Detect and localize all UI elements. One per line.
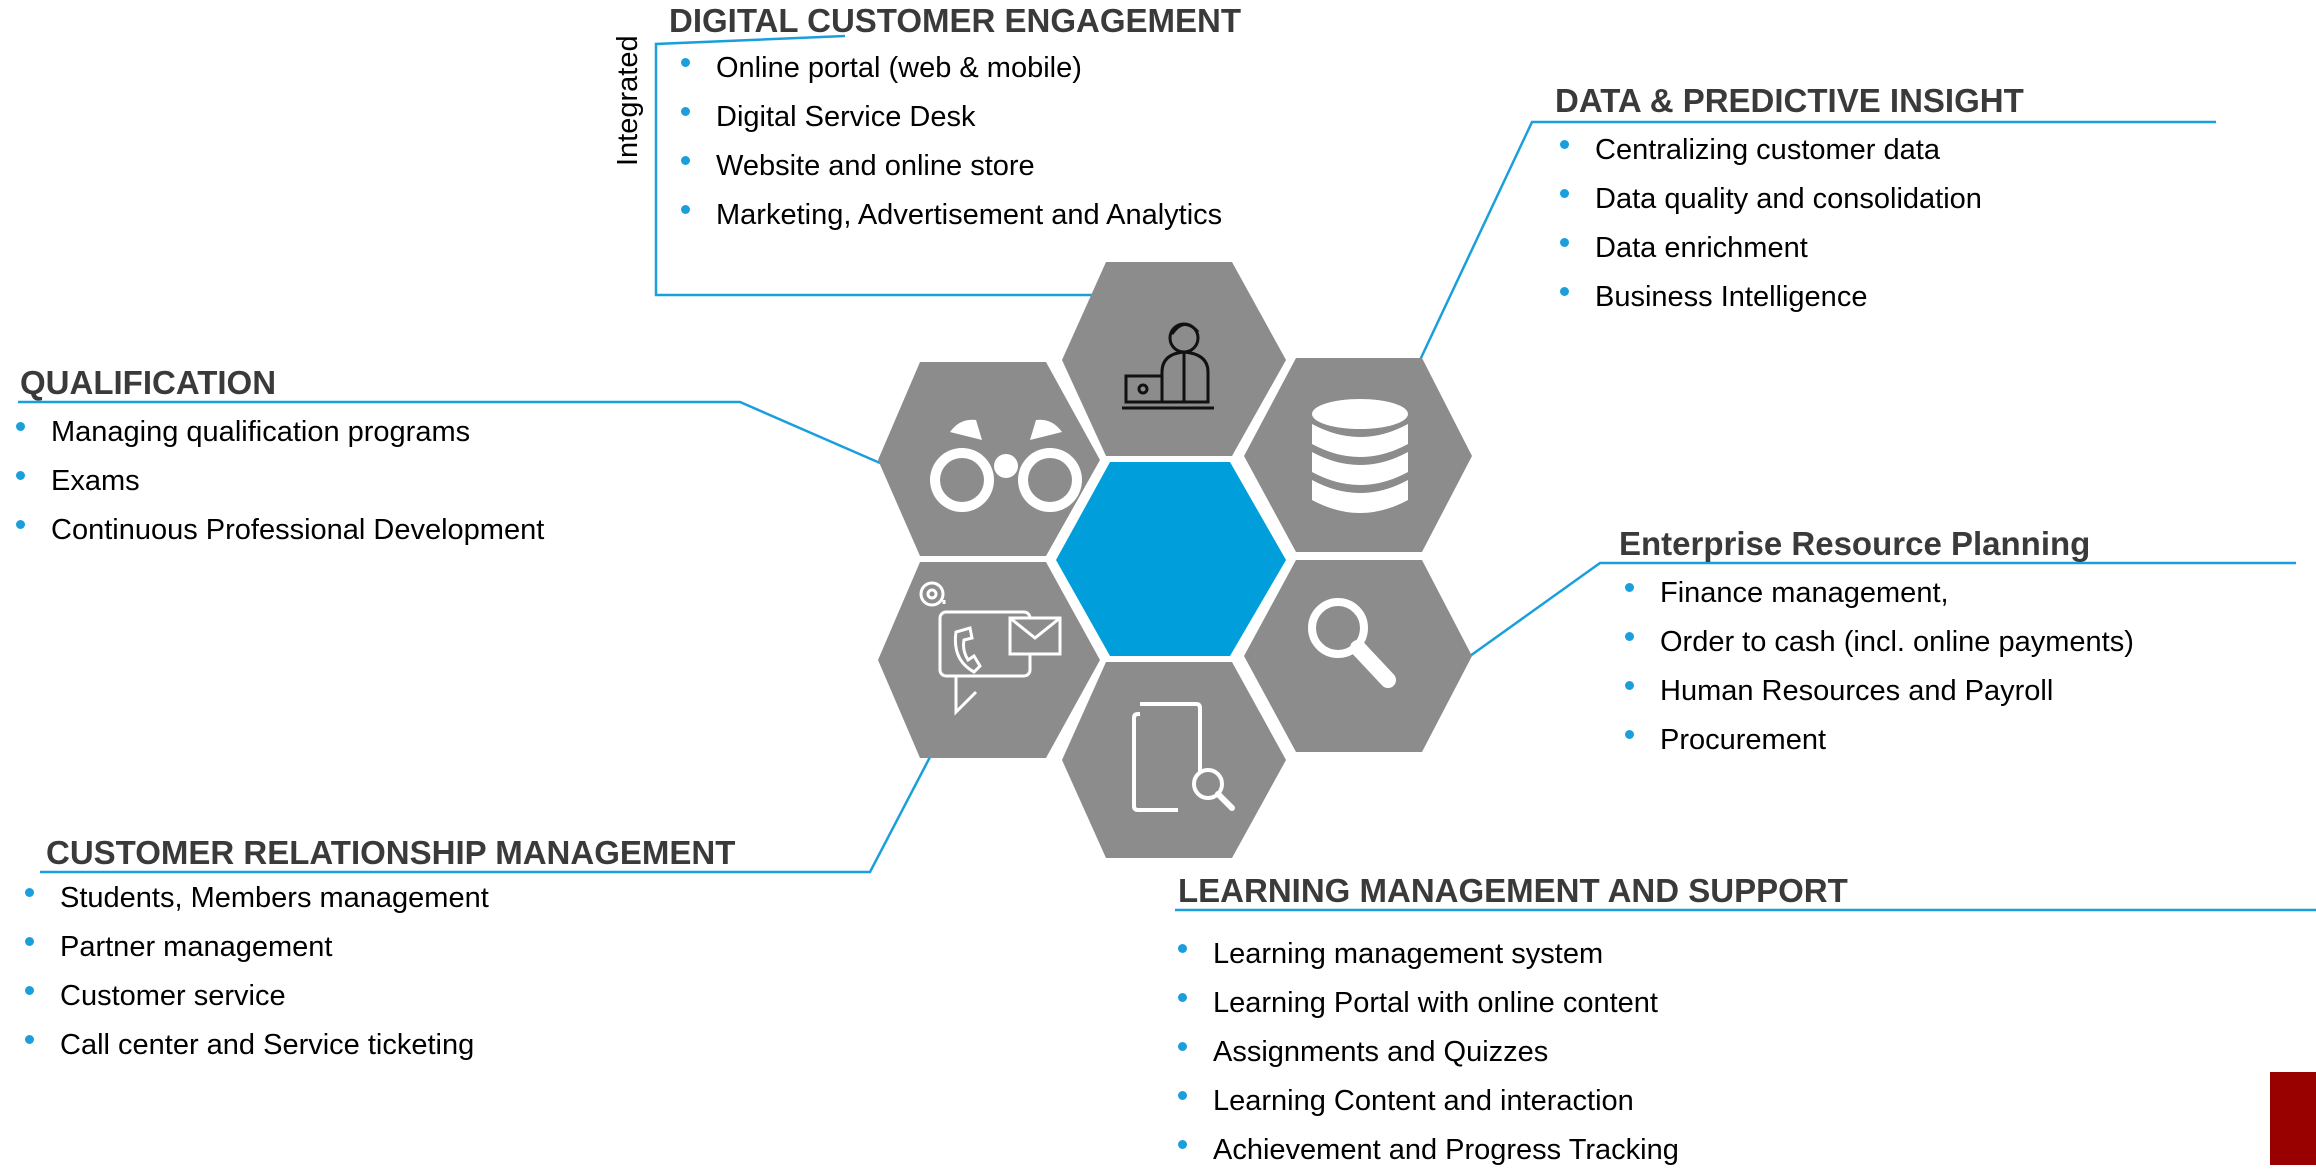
contact-channels-icon: [919, 581, 1062, 716]
list-item: Achievement and Progress Tracking: [1178, 1126, 1679, 1175]
list-item: Partner management: [25, 923, 489, 972]
learning-list: Learning management system Learning Port…: [1178, 930, 1679, 1175]
list-item: Human Resources and Payroll: [1625, 667, 2134, 716]
list-item: Finance management,: [1625, 569, 2134, 618]
digital-engagement-title: DIGITAL CUSTOMER ENGAGEMENT: [669, 2, 1242, 39]
learning-title: LEARNING MANAGEMENT AND SUPPORT: [1178, 872, 1848, 909]
digital-engagement-list: Online portal (web & mobile) Digital Ser…: [680, 44, 1222, 240]
document-search-icon: [1132, 702, 1235, 812]
list-item: Order to cash (incl. online payments): [1625, 618, 2134, 667]
list-item: Business Intelligence: [1560, 273, 1982, 322]
list-item: Exams: [15, 457, 544, 506]
crm-title: CUSTOMER RELATIONSHIP MANAGEMENT: [46, 834, 736, 871]
erp-title: Enterprise Resource Planning: [1619, 525, 2091, 562]
connector-lines: [18, 34, 2316, 912]
data-insight-connector: [1418, 120, 2216, 361]
hexagon-crm: [878, 562, 1100, 758]
data-insight-list: Centralizing customer data Data quality …: [1560, 126, 1982, 322]
list-item: Assignments and Quizzes: [1178, 1028, 1679, 1077]
crm-list: Students, Members management Partner man…: [25, 874, 489, 1070]
integrated-label: Integrated: [612, 35, 644, 166]
list-item: Website and online store: [680, 142, 1222, 191]
binoculars-icon: [930, 419, 1082, 512]
database-icon: [1312, 399, 1408, 513]
erp-connector: [1469, 561, 2296, 658]
list-item: Centralizing customer data: [1560, 126, 1982, 175]
qualification-connector: [18, 400, 881, 465]
list-item: Marketing, Advertisement and Analytics: [680, 191, 1222, 240]
qualification-list: Managing qualification programs Exams Co…: [15, 408, 544, 555]
list-item: Digital Service Desk: [680, 93, 1222, 142]
corner-marker: [2270, 1072, 2316, 1165]
hexagon-learning: [1062, 662, 1286, 858]
list-item: Learning Content and interaction: [1178, 1077, 1679, 1126]
person-at-laptop-icon: [1122, 322, 1214, 410]
list-item: Students, Members management: [25, 874, 489, 923]
list-item: Learning management system: [1178, 930, 1679, 979]
list-item: Procurement: [1625, 716, 2134, 765]
hexagon-center: [1056, 462, 1286, 656]
list-item: Customer service: [25, 972, 489, 1021]
digital-engagement-connector: [654, 34, 1095, 297]
magnifier-icon: [1308, 598, 1396, 688]
list-item: Managing qualification programs: [15, 408, 544, 457]
list-item: Learning Portal with online content: [1178, 979, 1679, 1028]
list-item: Data enrichment: [1560, 224, 1982, 273]
crm-connector: [40, 756, 932, 874]
list-item: Continuous Professional Development: [15, 506, 544, 555]
list-item: Data quality and consolidation: [1560, 175, 1982, 224]
list-item: Call center and Service ticketing: [25, 1021, 489, 1070]
qualification-title: QUALIFICATION: [20, 364, 277, 401]
erp-list: Finance management, Order to cash (incl.…: [1625, 569, 2134, 765]
data-insight-title: DATA & PREDICTIVE INSIGHT: [1555, 82, 2024, 119]
list-item: Online portal (web & mobile): [680, 44, 1222, 93]
outer-hexagons: [878, 262, 1472, 858]
